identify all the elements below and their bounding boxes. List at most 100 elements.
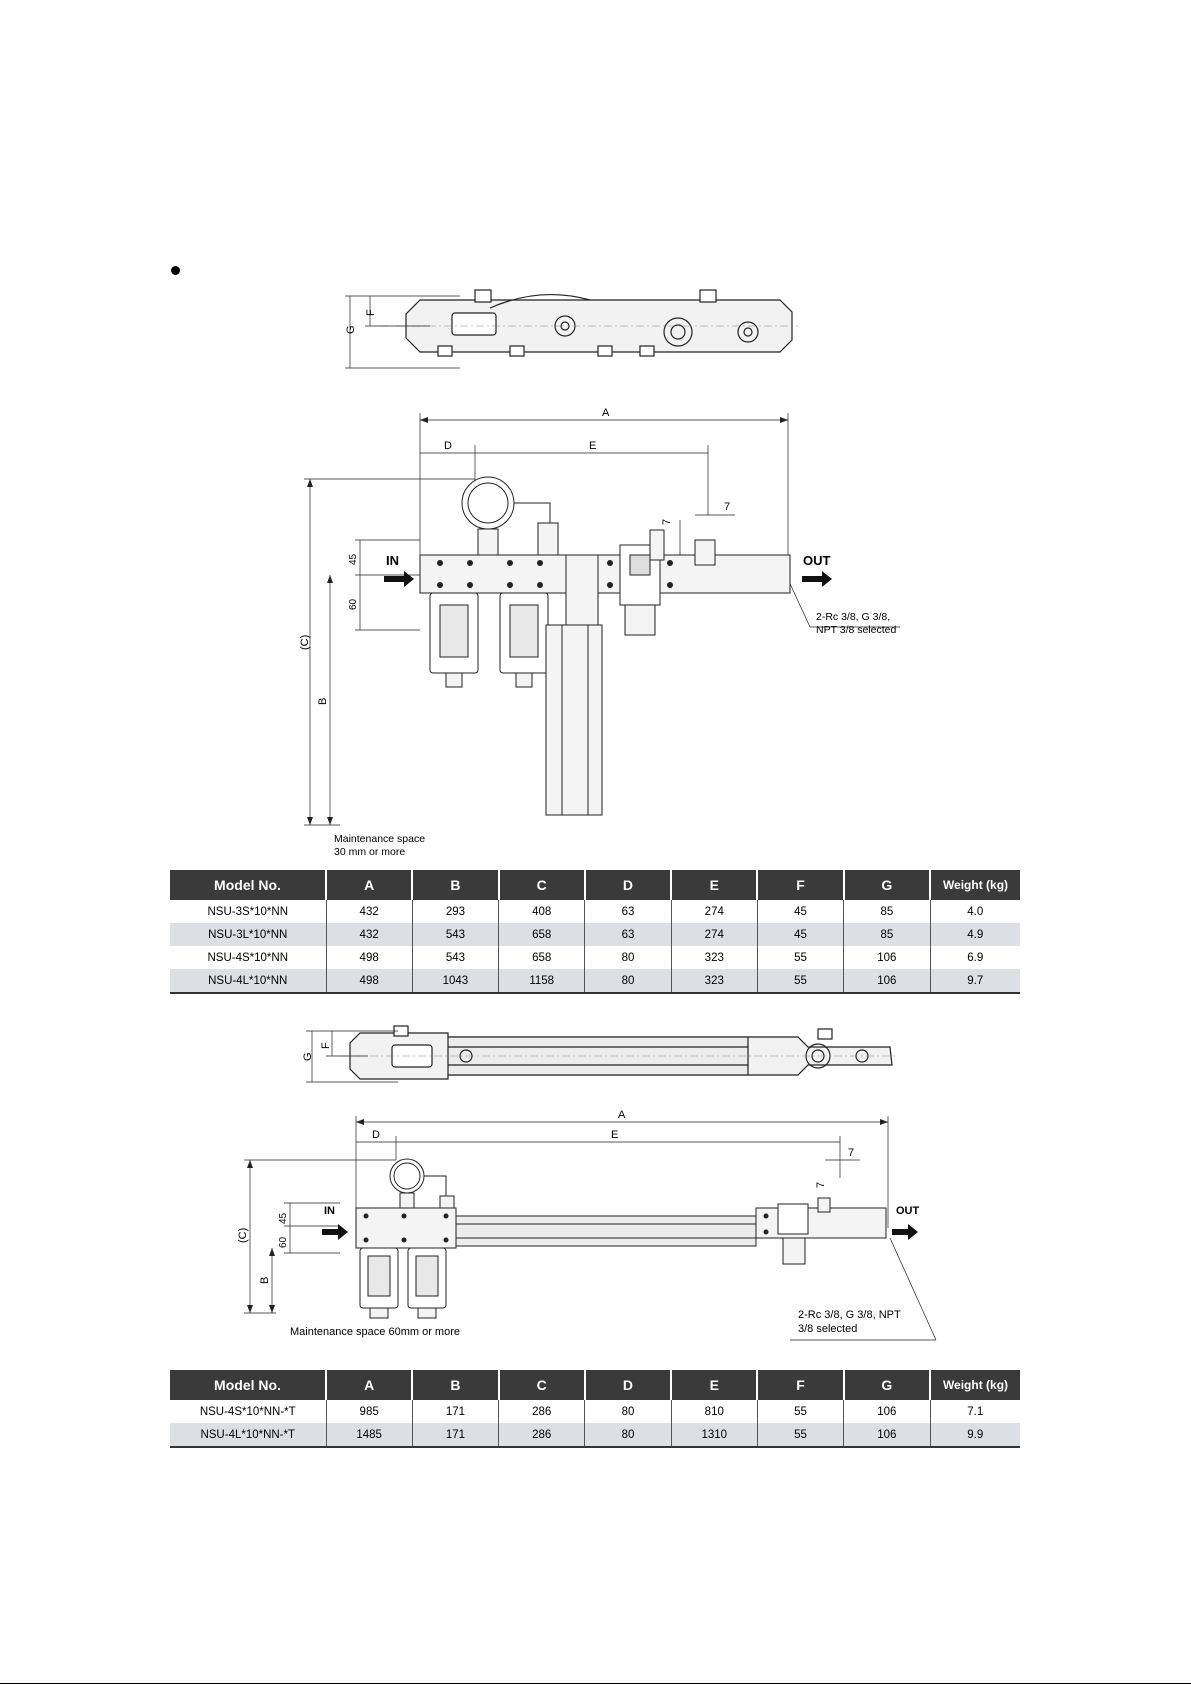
table-cell: 80 — [584, 1423, 672, 1448]
table-cell: 106 — [843, 946, 930, 969]
front2-dim-b: B — [259, 1277, 271, 1284]
table-cell: 171 — [411, 1423, 499, 1448]
table-cell: 810 — [670, 1400, 758, 1423]
table-cell: 171 — [411, 1400, 499, 1423]
drawing1-front-view: A D E 7 7 45 60 (C) B IN OUT 2-Rc 3/8, G… — [299, 407, 900, 858]
front1-dim-c: (C) — [299, 635, 311, 650]
table2-header: E — [670, 1370, 758, 1400]
table-cell: NSU-3S*10*NN — [207, 905, 289, 918]
table-cell: 80 — [584, 1400, 672, 1423]
table2-header: F — [756, 1370, 844, 1400]
front1-dim-a: A — [602, 407, 610, 419]
front2-dim-e: E — [611, 1129, 618, 1141]
table1-header: F — [756, 870, 844, 900]
table2-header: Weight (kg) — [929, 1370, 1020, 1400]
table-cell: 323 — [670, 969, 758, 994]
table-cell: 45 — [756, 923, 844, 946]
drawing2-front-view: A D E 7 7 45 60 (C) B IN OUT 2-Rc 3/8, G… — [237, 1109, 937, 1341]
table-cell: 985 — [325, 1400, 413, 1423]
table-cell: 408 — [498, 900, 585, 923]
front2-dim-45: 45 — [278, 1212, 289, 1224]
table-cell: 286 — [498, 1400, 585, 1423]
front1-dim-7a: 7 — [661, 519, 673, 525]
table-cell: 9.9 — [929, 1423, 1020, 1448]
front2-dim-7a: 7 — [815, 1182, 827, 1188]
spec-table-1: Model No. A B C D E F G Weight (kg) NSU-… — [170, 870, 1020, 994]
table-cell: NSU-4S*10*NN — [207, 951, 289, 964]
table-cell: 658 — [498, 923, 585, 946]
table-cell: 498 — [325, 969, 413, 994]
front2-in-label: IN — [324, 1205, 335, 1217]
drawing1-top-view: G F — [345, 289, 798, 369]
table2-header: C — [497, 1370, 585, 1400]
table-cell: 55 — [756, 1423, 844, 1448]
table-cell: 498 — [325, 946, 413, 969]
table-cell: 432 — [325, 900, 413, 923]
table-cell: 6.9 — [929, 946, 1020, 969]
table-cell: 274 — [670, 900, 758, 923]
table-cell: 1043 — [411, 969, 499, 994]
table-cell: 7.1 — [929, 1400, 1020, 1423]
table-cell: NSU-4S*10*NN-*T — [199, 1405, 296, 1418]
front1-dim-45: 45 — [348, 553, 359, 565]
spec-table-2: Model No. A B C D E F G Weight (kg) NSU-… — [170, 1370, 1020, 1448]
drawing2-top-view: G F — [302, 1025, 898, 1083]
table1-header: E — [670, 870, 758, 900]
table-cell: 543 — [411, 923, 499, 946]
table-cell: 9.7 — [929, 969, 1020, 994]
table2-header: D — [583, 1370, 672, 1400]
table-cell: NSU-4L*10*NN-*T — [170, 1423, 326, 1448]
front1-out-label: OUT — [803, 553, 831, 568]
front1-dim-e: E — [589, 440, 596, 452]
front1-dim-60: 60 — [348, 598, 359, 610]
front2-dim-a: A — [618, 1109, 626, 1121]
table-cell: 274 — [670, 923, 758, 946]
table-cell: 55 — [756, 1400, 844, 1423]
table1-header: B — [411, 870, 499, 900]
table1-header-row: Model No. A B C D E F G Weight (kg) — [170, 870, 1020, 900]
table-cell: 1485 — [325, 1423, 413, 1448]
front1-in-label: IN — [386, 553, 399, 568]
table2-header: B — [411, 1370, 499, 1400]
table-cell: NSU-3L*10*NN — [170, 923, 326, 946]
table-cell: 323 — [670, 946, 758, 969]
front2-port-note-1: 2-Rc 3/8, G 3/8, NPT — [798, 1309, 901, 1321]
front2-dim-d: D — [372, 1129, 380, 1141]
table-cell: 106 — [843, 1423, 930, 1448]
top1-dim-g: G — [345, 325, 357, 334]
table1-header: C — [497, 870, 585, 900]
table1-header: Weight (kg) — [929, 870, 1020, 900]
front1-maint-note-2: 30 mm or more — [334, 846, 405, 858]
front2-out-label: OUT — [896, 1205, 920, 1217]
table-cell: 55 — [756, 946, 844, 969]
front1-dim-d: D — [444, 440, 452, 452]
table2-header: G — [842, 1370, 930, 1400]
table-cell: 85 — [843, 923, 930, 946]
table-cell: 293 — [411, 900, 499, 923]
table-cell: 85 — [843, 900, 930, 923]
front1-maint-note-1: Maintenance space — [334, 833, 425, 845]
front2-maint-note: Maintenance space 60mm or more — [290, 1326, 460, 1338]
front2-dim-60: 60 — [278, 1236, 289, 1248]
table-cell: 106 — [843, 969, 930, 994]
table-cell: 80 — [584, 969, 672, 994]
table-cell: 4.0 — [929, 900, 1020, 923]
table-cell: 45 — [756, 900, 844, 923]
front1-port-note-2: NPT 3/8 selected — [816, 624, 897, 636]
table1-header: Model No. — [170, 870, 326, 900]
table1-header: D — [583, 870, 672, 900]
table-cell: NSU-4L*10*NN — [170, 969, 326, 994]
table-cell: 4.9 — [929, 923, 1020, 946]
table-cell: 63 — [584, 923, 672, 946]
top1-dim-f: F — [365, 309, 377, 316]
table-cell: 658 — [498, 946, 585, 969]
table-cell: 432 — [325, 923, 413, 946]
front1-port-note-1: 2-Rc 3/8, G 3/8, — [816, 611, 890, 623]
table-cell: 286 — [498, 1423, 585, 1448]
